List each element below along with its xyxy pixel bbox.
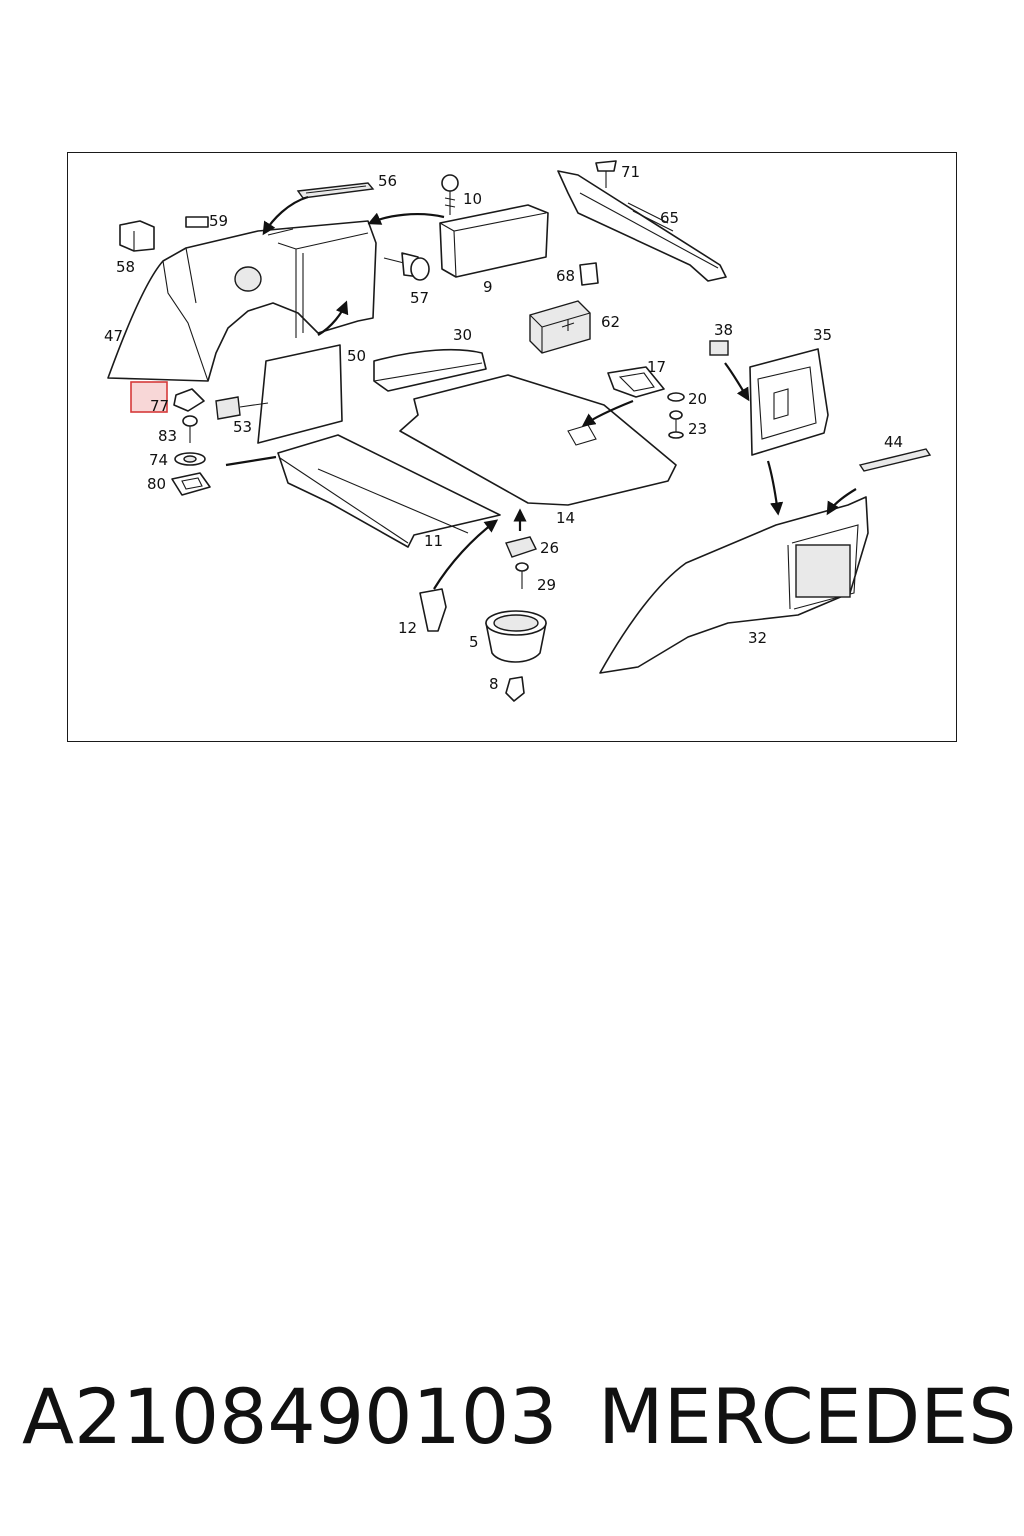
part-50-side-panel	[257, 344, 343, 444]
part-38-clip	[709, 340, 729, 356]
part-number: A2108490103	[22, 1372, 558, 1461]
parts-diagram: 56 10 71 65 59 58 9 57 68 62 47 30 50 17…	[104, 160, 932, 702]
callout-9: 9	[483, 278, 493, 296]
part-35-side-trim	[749, 348, 829, 456]
part-23-bolt	[668, 410, 684, 439]
parts-diagram-frame: 56 10 71 65 59 58 9 57 68 62 47 30 50 17…	[67, 152, 957, 742]
callout-80: 80	[147, 475, 166, 493]
caption-bar: A2108490103 MERCEDES	[0, 1372, 1024, 1472]
callout-30: 30	[453, 326, 472, 344]
callout-11: 11	[424, 532, 443, 550]
callout-44: 44	[884, 433, 903, 451]
part-12-clip	[419, 588, 447, 632]
callout-47: 47	[104, 327, 123, 345]
part-29-screw	[515, 562, 529, 589]
part-58-bracket	[119, 220, 155, 252]
part-14-floor-panel	[399, 374, 677, 506]
part-8-clip	[505, 676, 525, 702]
part-56-air-vent	[296, 182, 375, 199]
part-68-label	[579, 262, 599, 286]
callout-77: 77	[150, 397, 169, 415]
part-26-bracket	[505, 536, 537, 558]
part-10-screw	[441, 174, 459, 215]
part-57-fastener	[383, 252, 430, 281]
callout-20: 20	[688, 390, 707, 408]
callout-58: 58	[116, 258, 135, 276]
part-30-cover	[373, 348, 487, 392]
callout-83: 83	[158, 427, 177, 445]
callout-10: 10	[463, 190, 482, 208]
callout-8: 8	[489, 675, 499, 693]
callout-35: 35	[813, 326, 832, 344]
callout-32: 32	[748, 629, 767, 647]
highlight-box	[130, 381, 168, 413]
callout-68: 68	[556, 267, 575, 285]
part-59-clip	[185, 216, 209, 228]
part-20-washer	[667, 392, 685, 402]
part-62-first-aid-kit	[529, 300, 591, 354]
callout-29: 29	[537, 576, 556, 594]
callout-14: 14	[556, 509, 575, 527]
callout-23: 23	[688, 420, 707, 438]
callout-65: 65	[660, 209, 679, 227]
callout-53: 53	[233, 418, 252, 436]
part-32-right-side-trim	[599, 496, 869, 674]
part-9-storage-box	[439, 204, 549, 278]
assembly-arrows	[225, 195, 857, 590]
callout-17: 17	[647, 358, 666, 376]
part-17-recess-handle	[607, 366, 665, 398]
callout-71: 71	[621, 163, 640, 181]
part-53-light	[215, 396, 269, 420]
callout-62: 62	[601, 313, 620, 331]
callout-57: 57	[410, 289, 429, 307]
part-65-rear-panel	[557, 170, 727, 282]
part-44-air-vent	[858, 448, 932, 472]
callout-50: 50	[347, 347, 366, 365]
callout-56: 56	[378, 172, 397, 190]
callout-59: 59	[209, 212, 228, 230]
callout-12: 12	[398, 619, 417, 637]
part-80-bezel	[171, 472, 211, 496]
callout-38: 38	[714, 321, 733, 339]
part-5-cup-holder	[485, 610, 547, 663]
callout-labels: 56 10 71 65 59 58 9 57 68 62 47 30 50 17…	[104, 163, 903, 693]
part-74-grommet	[174, 452, 206, 466]
callout-26: 26	[540, 539, 559, 557]
part-71-pin	[595, 160, 617, 188]
part-47-left-side-trim	[107, 220, 377, 382]
part-77-cap	[173, 388, 205, 412]
part-83-bolt	[182, 415, 198, 443]
part-11-sill-panel	[277, 434, 501, 548]
brand-name: MERCEDES	[598, 1372, 1017, 1461]
callout-74: 74	[149, 451, 168, 469]
callout-5: 5	[469, 633, 479, 651]
